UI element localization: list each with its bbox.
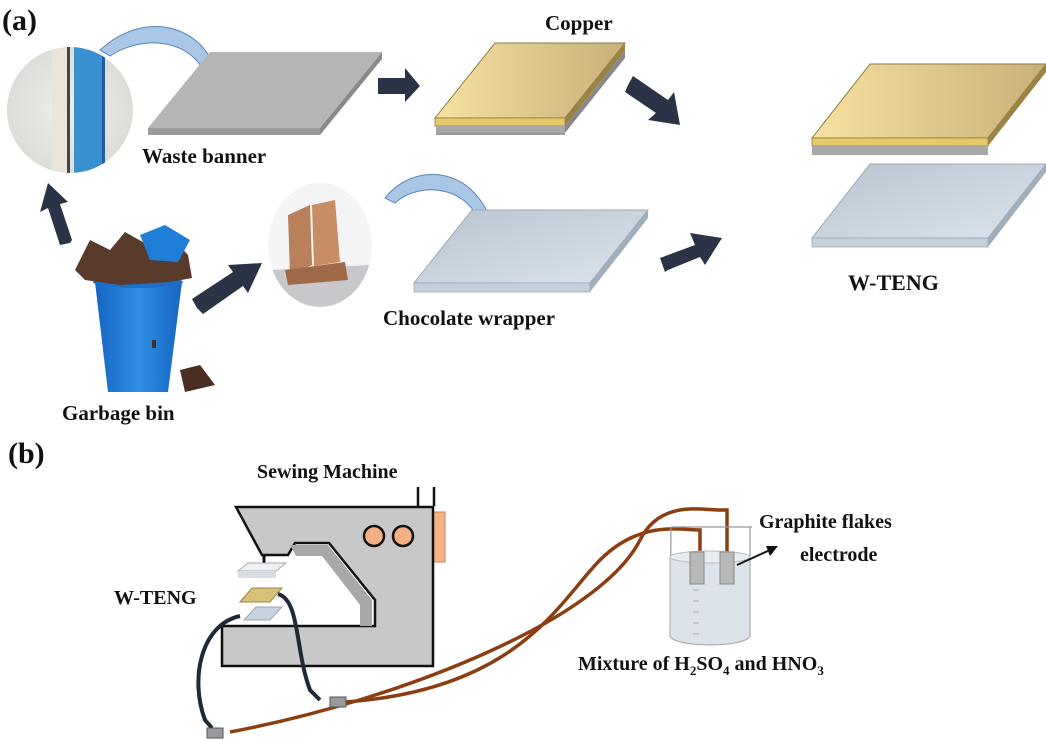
connector-icon	[329, 696, 347, 708]
wires	[196, 507, 729, 734]
sewing-machine-label: Sewing Machine	[257, 461, 398, 483]
waste-banner-photo	[7, 47, 133, 173]
garbage-bin-photo	[75, 225, 215, 392]
arrow-down-right-icon	[625, 76, 680, 125]
subscript: 3	[817, 663, 824, 678]
sewing-machine	[220, 487, 446, 668]
panel-a-label: (a)	[2, 4, 37, 37]
chocolate-wrapper-label: Chocolate wrapper	[383, 306, 555, 330]
pointer-arrow-icon	[736, 546, 778, 566]
arrow-up-right-icon	[660, 233, 722, 272]
mixture-label: Mixture of H2SO4 and HNO3	[578, 653, 824, 678]
beaker	[669, 526, 752, 646]
w-teng-device	[236, 562, 288, 621]
graphite-label-line2: electrode	[800, 544, 877, 566]
arrow-up-left-icon	[40, 183, 72, 245]
chocolate-wrapper-sheet	[412, 209, 650, 293]
mixture-and-hno: and HNO	[730, 653, 818, 675]
copper-label: Copper	[545, 11, 613, 35]
subscript: 4	[723, 663, 730, 678]
garbage-bin-label: Garbage bin	[62, 401, 175, 425]
subscript: 2	[690, 663, 697, 678]
connector-icon	[206, 727, 224, 739]
panel-b-label: (b)	[8, 437, 45, 470]
arrow-up-right-icon	[192, 263, 262, 314]
w-teng-label: W-TENG	[848, 270, 939, 295]
graphite-label-line1: Graphite flakes	[759, 511, 892, 533]
w-teng-device-label: W-TENG	[114, 587, 197, 609]
chocolate-wrapper-photo	[268, 183, 372, 307]
waste-banner-sheet	[148, 52, 382, 135]
waste-banner-label: Waste banner	[142, 144, 266, 168]
copper-sheet	[433, 42, 627, 135]
mixture-prefix: Mixture of H	[578, 653, 690, 675]
w-teng-assembly	[810, 63, 1046, 248]
mixture-so: SO	[696, 653, 723, 675]
arrow-right-icon	[378, 68, 420, 102]
